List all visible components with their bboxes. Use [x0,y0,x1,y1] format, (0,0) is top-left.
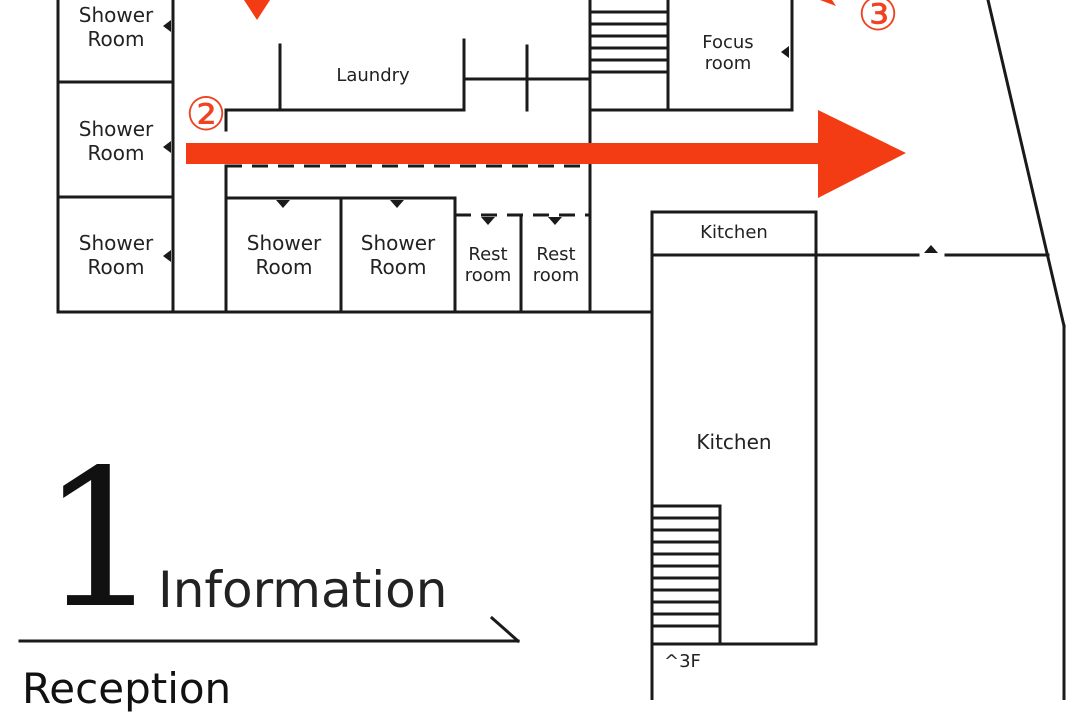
stair-3f-label: ^3F [664,651,701,672]
door-marker-icon [163,250,171,262]
kitchen-label: Kitchen [700,222,768,243]
rest-room-label: Rest room [532,244,580,286]
door-marker-icon [481,217,495,225]
shower-room-label: Shower Room [360,231,436,279]
route-marker-2: ② [185,87,227,141]
route-marker-3: ③ [857,0,899,41]
shower-room-label: Shower Room [78,3,154,51]
shower-room-label: Shower Room [78,231,154,279]
section-title: Information [158,561,448,619]
section-underline [489,615,521,644]
section-subtitle: Reception [22,664,232,713]
focus-room-label: Focus room [702,32,754,74]
door-marker-icon [781,46,789,58]
rest-room-label: Rest room [464,244,512,286]
shower-room-label: Shower Room [246,231,322,279]
door-marker-icon [276,200,290,208]
kitchen-label: Kitchen [696,430,772,454]
route-arrow-main [186,110,906,198]
door-marker-icon [548,217,562,225]
door-marker-icon [163,141,171,153]
door-marker-icon [390,200,404,208]
section-number: 1 [40,429,161,650]
shower-room-label: Shower Room [78,117,154,165]
stairs-kitchen [650,504,722,646]
route-arrow-stub [820,0,836,6]
laundry-label: Laundry [336,65,410,86]
door-marker-icon [163,20,171,32]
wall [986,0,1066,328]
route-arrow-down [244,0,270,20]
door-marker-icon [924,245,938,253]
